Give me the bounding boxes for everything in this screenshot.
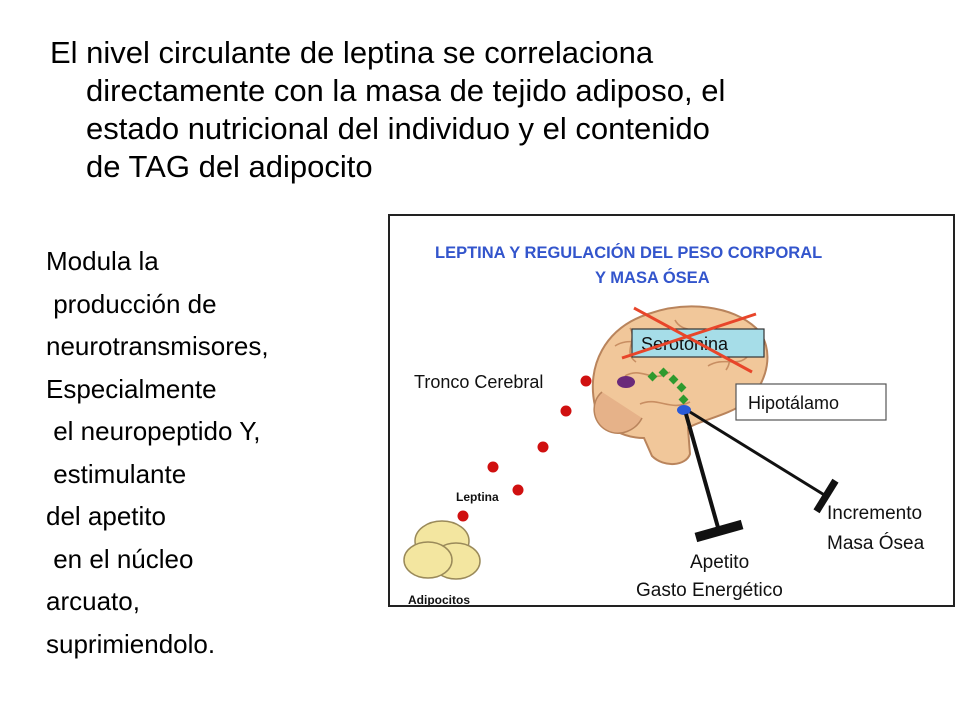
- body-text: Modula la producción de neurotransmisore…: [46, 240, 269, 665]
- leptin-dot: [560, 405, 572, 417]
- body-line: en el núcleo: [46, 543, 194, 574]
- adipocitos-label: Adipocitos: [408, 593, 470, 607]
- gasto-energetico-label: Gasto Energético: [636, 580, 783, 601]
- hipotalamo-box: [735, 383, 887, 421]
- slide-title: El nivel circulante de leptina se correl…: [50, 34, 910, 186]
- adipocytes-illustration: [403, 520, 481, 580]
- incremento-label: Incremento: [827, 503, 922, 524]
- body-line: producción de: [46, 288, 217, 319]
- body-line: suprimiendolo.: [46, 628, 216, 659]
- inhibition-arrow-apetito: [684, 413, 744, 543]
- body-line: el neuropeptido Y,: [46, 416, 261, 446]
- body-line: del apetito: [46, 501, 166, 531]
- hipotalamo-label: Hipotálamo: [748, 393, 839, 413]
- leptina-label: Leptina: [456, 490, 499, 504]
- masa-osea-label: Masa Ósea: [827, 532, 925, 554]
- purple-nucleus: [617, 376, 635, 388]
- serotonin-dot: [668, 374, 679, 385]
- figure-title-line1: LEPTINA Y REGULACIÓN DEL PESO CORPORAL: [435, 243, 822, 262]
- body-line: Especialmente: [46, 373, 217, 404]
- brainstem-shape: [593, 391, 643, 434]
- body-line: Modula la: [46, 246, 159, 276]
- serotonin-dot: [647, 371, 658, 382]
- body-line: neurotransmisores,: [46, 331, 269, 361]
- cross-line: [633, 306, 753, 374]
- apetito-label: Apetito: [690, 552, 749, 573]
- leptin-diagram: LEPTINA Y REGULACIÓN DEL PESO CORPORAL Y…: [388, 214, 955, 607]
- tronco-label: Tronco Cerebral: [414, 372, 543, 392]
- inhibition-arrow-masa-osea: [689, 410, 839, 514]
- title-line: El nivel circulante de leptina se correl…: [50, 35, 654, 70]
- leptin-dot: [537, 441, 549, 453]
- cross-line: [621, 312, 757, 360]
- title-line: directamente con la masa de tejido adipo…: [86, 73, 726, 108]
- serotonin-dot: [676, 382, 687, 393]
- body-line: arcuato,: [46, 586, 140, 616]
- serotonin-dot: [658, 367, 669, 378]
- diagram-canvas: LEPTINA Y REGULACIÓN DEL PESO CORPORAL Y…: [403, 243, 925, 607]
- leptin-dot: [457, 510, 469, 522]
- leptin-dot: [512, 484, 524, 496]
- title-line: estado nutricional del individuo y el co…: [86, 111, 710, 146]
- serotonin-dot: [678, 394, 689, 405]
- body-line: estimulante: [46, 458, 187, 489]
- figure-title-line2: Y MASA ÓSEA: [595, 268, 710, 287]
- adipocyte: [403, 541, 453, 579]
- title-line: de TAG del adipocito: [86, 149, 373, 184]
- leptin-dot: [580, 375, 592, 387]
- hypothalamus-dot: [677, 405, 691, 415]
- leptin-dot: [487, 461, 499, 473]
